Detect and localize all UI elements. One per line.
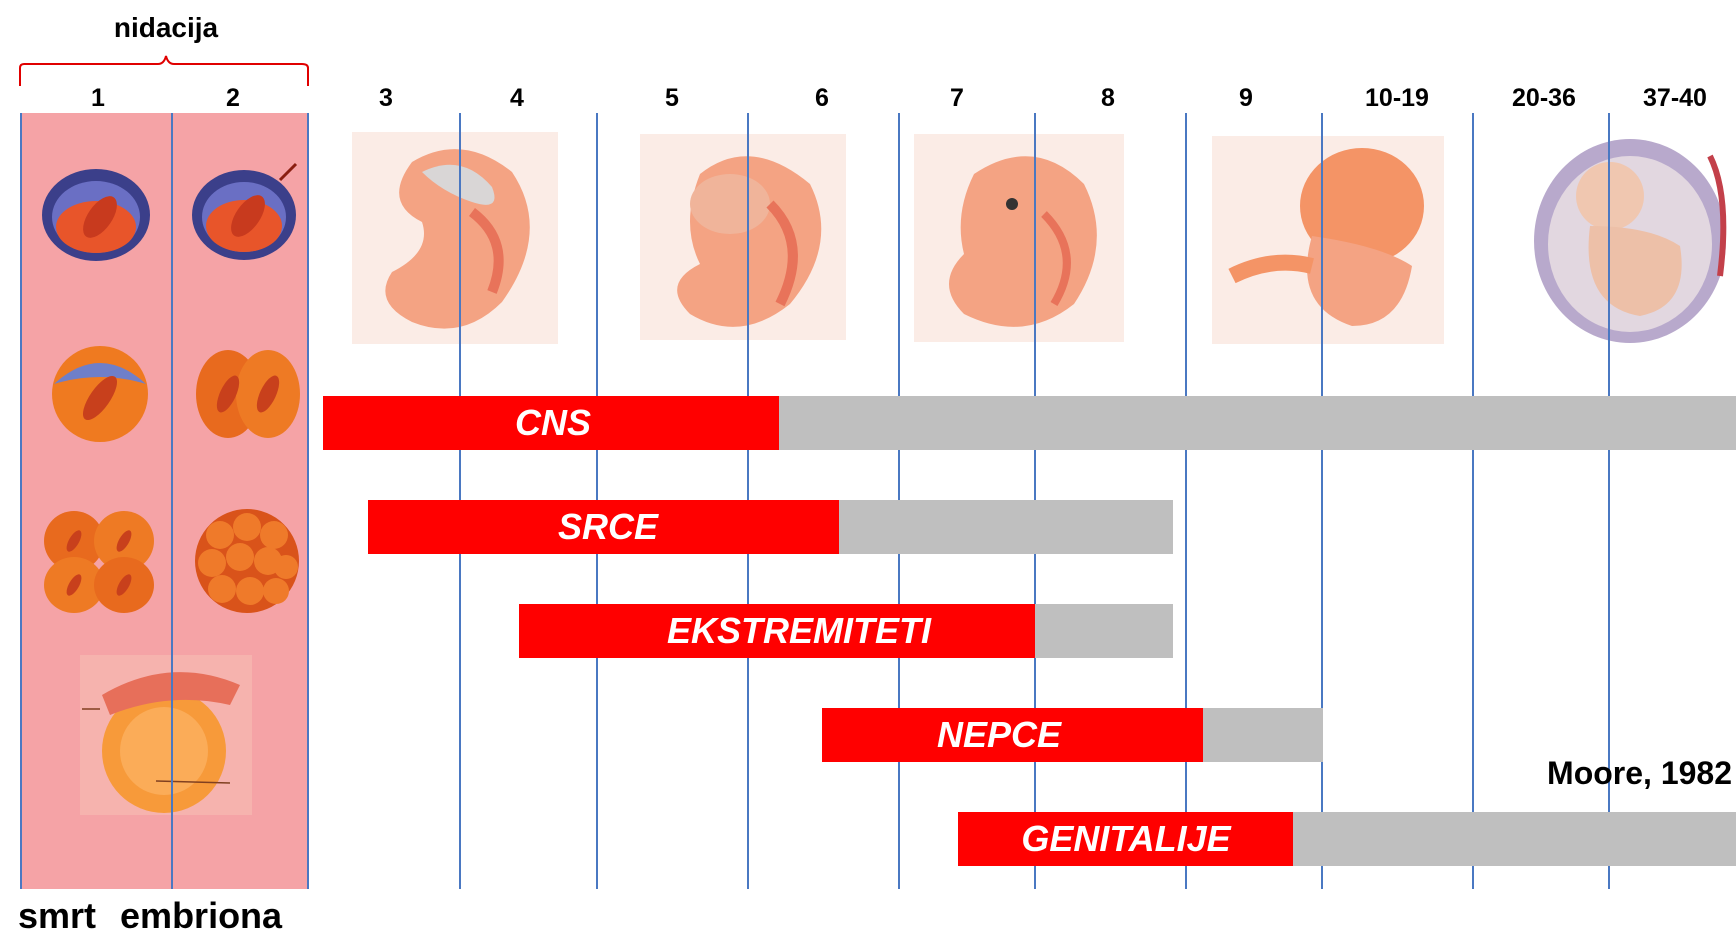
week-label-7: 7 [950, 84, 964, 113]
bar-limbs-less-sensitive [1034, 604, 1173, 658]
morula-icon [190, 505, 304, 617]
embryo-week-3-4 [352, 132, 558, 344]
two-cell-icon [190, 160, 302, 262]
week-divider [1185, 113, 1187, 889]
week-divider [1321, 113, 1323, 889]
week-label-20-36: 20-36 [1512, 84, 1576, 113]
bar-cns-label: CNS [515, 396, 591, 450]
week-label-2: 2 [226, 84, 240, 113]
week-label-37-40: 37-40 [1643, 84, 1707, 113]
week-label-8: 8 [1101, 84, 1115, 113]
two-cell-embryo-icon [44, 342, 156, 442]
source-credit: Moore, 1982 [1547, 755, 1732, 792]
bar-limbs-label: EKSTREMITETI [667, 604, 931, 658]
week-divider [1472, 113, 1474, 889]
bar-palate: NEPCE [822, 708, 1323, 762]
zygote-icon [40, 165, 152, 263]
week-divider [20, 113, 22, 889]
week-label-10-19: 10-19 [1365, 84, 1429, 113]
four-cell-icon [40, 507, 158, 615]
bar-genitalia-label: GENITALIJE [1021, 812, 1230, 866]
embryo-week-7-8 [914, 134, 1124, 342]
week-divider [307, 113, 309, 889]
fetus-in-womb-20-40 [1530, 136, 1736, 346]
bar-heart-label: SRCE [558, 500, 658, 554]
bar-cns: CNS [323, 396, 1736, 450]
embryo-death-caption: smrt embriona [18, 895, 282, 937]
bar-palate-label: NEPCE [937, 708, 1061, 762]
bar-palate-less-sensitive [1202, 708, 1323, 762]
week-label-1: 1 [91, 84, 105, 113]
bar-genitalia: GENITALIJE [958, 812, 1736, 866]
implantation-label: nidacija [114, 12, 218, 44]
fetus-week-9-19 [1212, 136, 1444, 344]
bar-heart: SRCE [368, 500, 1173, 554]
bar-heart-less-sensitive [838, 500, 1173, 554]
week-label-4: 4 [510, 84, 524, 113]
bar-cns-less-sensitive [778, 396, 1736, 450]
blastocyst-icon [80, 655, 252, 815]
bar-limbs: EKSTREMITETI [519, 604, 1173, 658]
bar-genitalia-less-sensitive [1292, 812, 1736, 866]
week-label-9: 9 [1239, 84, 1253, 113]
week-label-3: 3 [379, 84, 393, 113]
week-label-5: 5 [665, 84, 679, 113]
embryo-week-5-6 [640, 134, 846, 340]
four-cell-stage-icon [192, 342, 304, 444]
week-label-6: 6 [815, 84, 829, 113]
implantation-brace [18, 48, 312, 88]
week-divider [171, 113, 173, 889]
